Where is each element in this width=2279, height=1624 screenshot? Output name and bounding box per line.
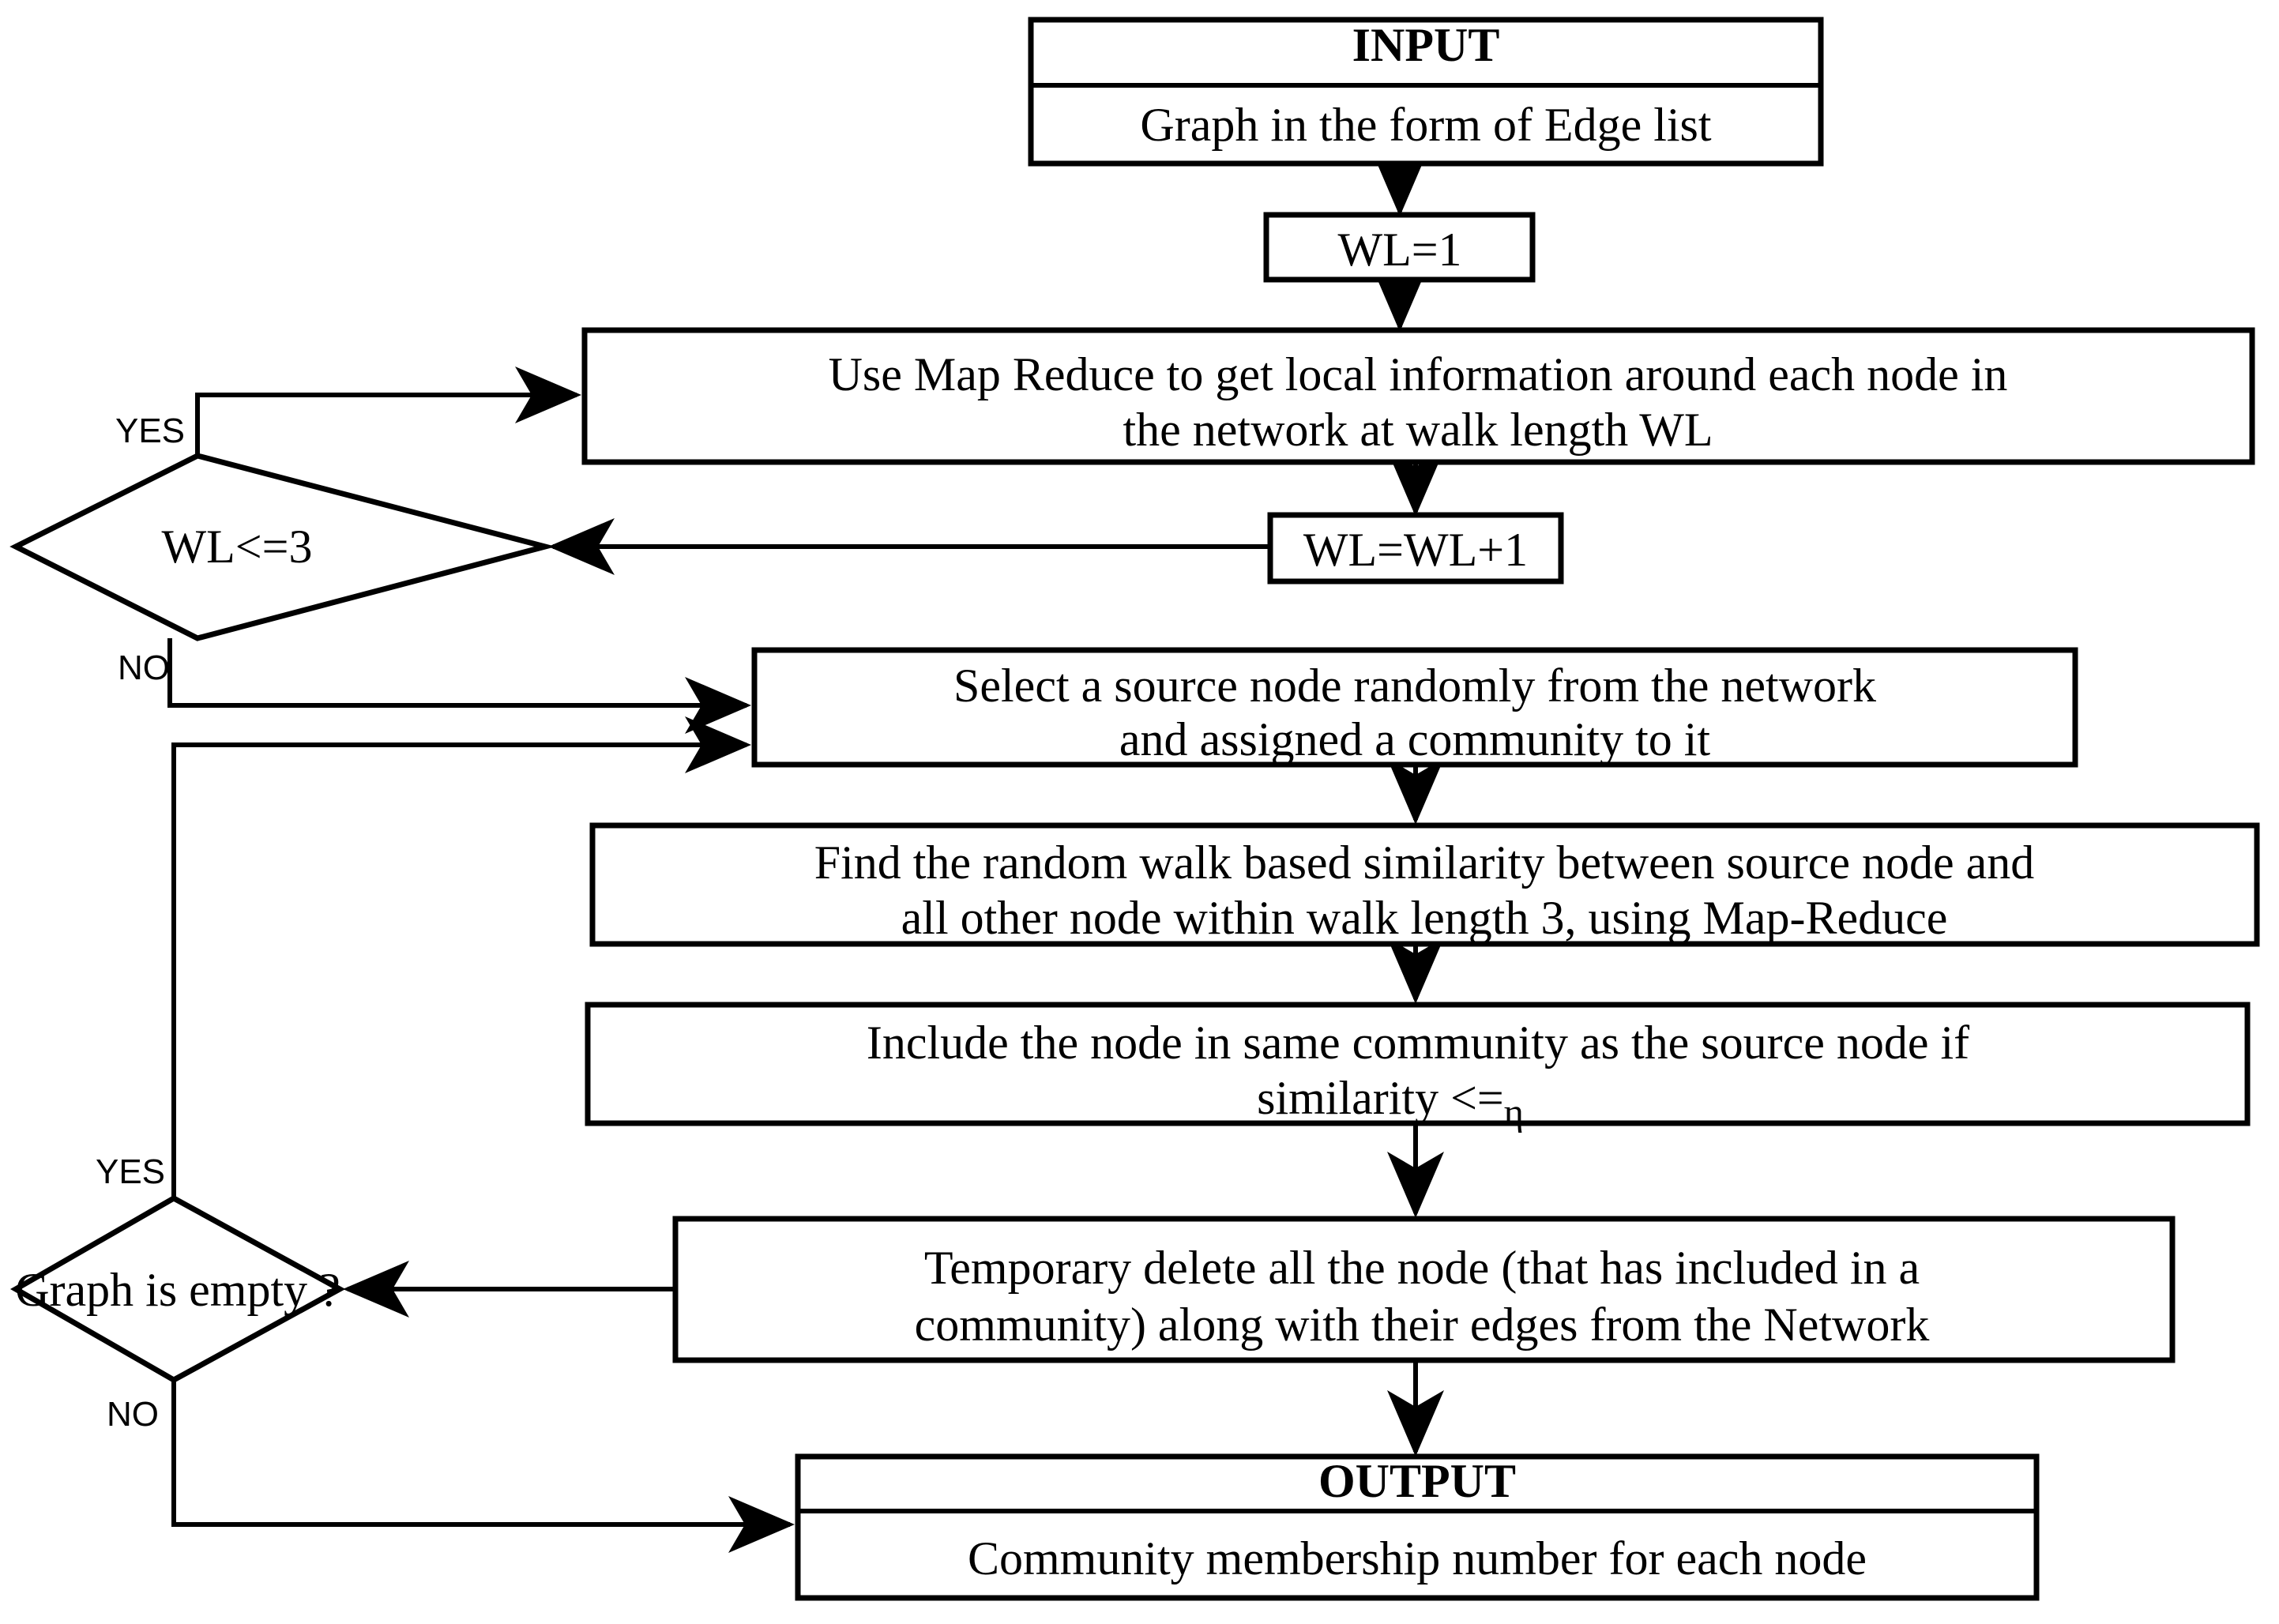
- node-output[interactable]: OUTPUT Community membership number for e…: [795, 1453, 2040, 1601]
- graph-empty-label: Graph is empty ?: [15, 1264, 340, 1316]
- node-input[interactable]: INPUT Graph in the form of Edge list: [1028, 17, 1824, 167]
- edge-wl-check-no-to-select-source: [167, 638, 751, 734]
- node-wl-check[interactable]: WL<=3: [9, 453, 556, 641]
- find-similarity-line1: Find the random walk based similarity be…: [814, 836, 2035, 889]
- mapreduce-line1: Use Map Reduce to get local information …: [829, 348, 2008, 400]
- label-wl-check-no: NO: [118, 648, 170, 687]
- edge-graph-empty-yes-to-select-source: [171, 716, 751, 1198]
- include-node-line2: similarity <=η: [1257, 1072, 1524, 1133]
- label-graph-empty-yes: YES: [96, 1152, 165, 1191]
- label-wl-check-yes: YES: [115, 412, 185, 450]
- node-wl-init[interactable]: WL=1: [1263, 212, 1536, 283]
- node-wl-increment[interactable]: WL=WL+1: [1267, 512, 1564, 585]
- node-find-similarity[interactable]: Find the random walk based similarity be…: [589, 822, 2260, 947]
- eta-symbol: η: [1504, 1092, 1524, 1133]
- include-node-similarity-text: similarity <=: [1257, 1072, 1504, 1124]
- select-source-line1: Select a source node randomly from the n…: [953, 660, 1876, 712]
- node-select-source[interactable]: Select a source node randomly from the n…: [751, 647, 2078, 768]
- input-body: Graph in the form of Edge list: [1140, 99, 1711, 151]
- find-similarity-line2: all other node within walk length 3, usi…: [901, 892, 1948, 944]
- output-header: OUTPUT: [1318, 1455, 1516, 1507]
- include-node-line1: Include the node in same community as th…: [867, 1017, 1969, 1069]
- output-body: Community membership number for each nod…: [968, 1532, 1867, 1585]
- temp-delete-line2: community) along with their edges from t…: [915, 1299, 1930, 1351]
- node-temp-delete[interactable]: Temporary delete all the node (that has …: [672, 1216, 2176, 1363]
- select-source-line2: and assigned a community to it: [1119, 713, 1711, 765]
- node-mapreduce-local[interactable]: Use Map Reduce to get local information …: [581, 327, 2255, 465]
- edge-wl-check-yes-to-mapreduce: [195, 367, 581, 456]
- node-graph-empty[interactable]: Graph is empty ?: [9, 1194, 346, 1384]
- label-graph-empty-no: NO: [107, 1395, 159, 1434]
- wl-init-label: WL=1: [1337, 224, 1461, 276]
- node-include-node[interactable]: Include the node in same community as th…: [585, 1002, 2251, 1133]
- edge-graph-empty-no-to-output: [171, 1380, 795, 1553]
- temp-delete-line1: Temporary delete all the node (that has …: [924, 1242, 1920, 1294]
- wl-check-label: WL<=3: [162, 521, 313, 573]
- input-header: INPUT: [1352, 19, 1500, 71]
- mapreduce-line2: the network at walk length WL: [1123, 404, 1713, 456]
- wl-increment-label: WL=WL+1: [1303, 524, 1528, 576]
